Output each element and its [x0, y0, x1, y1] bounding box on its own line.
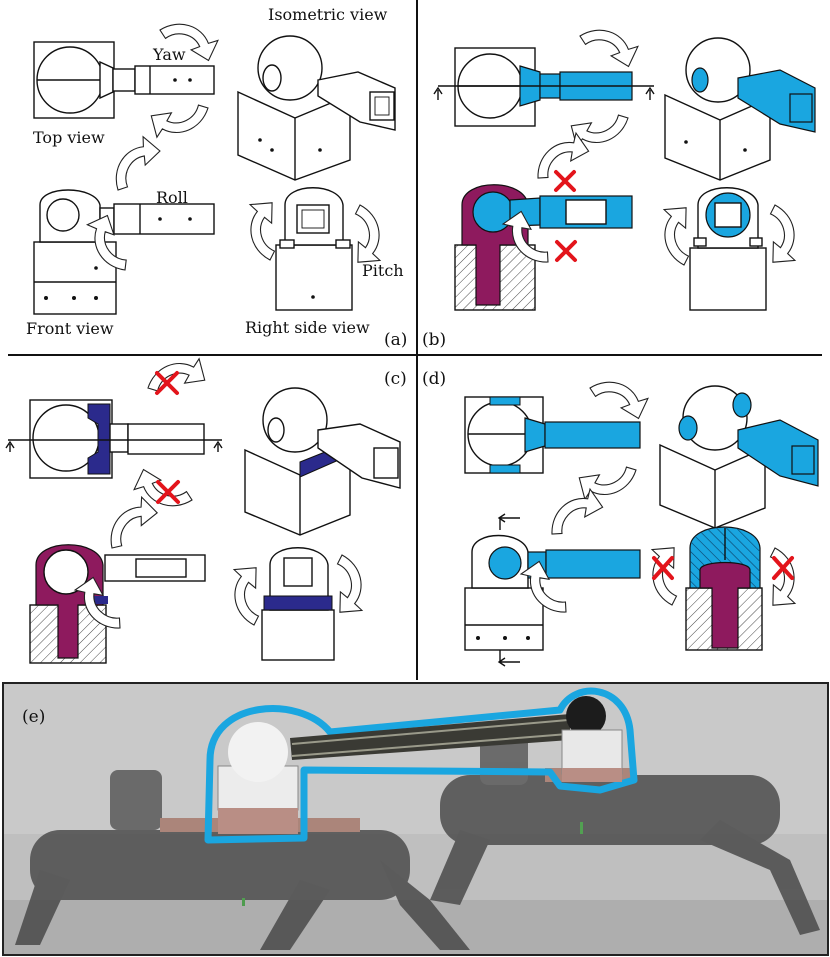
panel-b-label: (b)	[422, 330, 446, 350]
b-isometric-drawing	[664, 37, 816, 181]
d-top-view-drawing	[464, 396, 641, 474]
a-isometric-drawing	[237, 35, 396, 181]
a-top-view-label: Top view	[33, 128, 105, 147]
c-cross-icon-2	[156, 480, 180, 504]
a-front-view-drawing	[33, 189, 215, 315]
a-top-view-drawing	[33, 41, 215, 119]
d-right-section-drawing	[685, 526, 763, 651]
d-front-view-drawing	[464, 513, 641, 667]
c-isometric-drawing	[244, 387, 401, 536]
b-top-view-drawing	[433, 47, 655, 127]
b-cross-icon-2	[555, 240, 577, 262]
panel-d-label: (d)	[422, 369, 446, 389]
link-module	[217, 696, 623, 834]
right-robot	[430, 735, 820, 935]
c-right-view-drawing	[261, 547, 335, 661]
panel-e-label: (e)	[22, 707, 45, 727]
d-cross-icon-2	[772, 556, 794, 580]
panel-c: (c)	[5, 354, 407, 664]
panel-dividers	[8, 0, 822, 680]
c-cross-icon	[155, 371, 179, 395]
a-roll-label: Roll	[156, 188, 188, 207]
panel-d: (d)	[422, 369, 819, 667]
c-front-section-drawing	[29, 544, 206, 664]
a-yaw-label: Yaw	[152, 45, 186, 64]
a-right-view-label: Right side view	[245, 318, 370, 337]
panel-a: Yaw Top view Isometric view	[26, 5, 407, 350]
d-isometric-drawing	[659, 385, 819, 529]
b-front-section-drawing	[454, 184, 633, 311]
link-highlight-outline	[204, 687, 638, 844]
panel-e-photo: (e)	[2, 682, 829, 956]
panel-b: (b)	[422, 22, 816, 350]
a-front-view-label: Front view	[26, 319, 114, 338]
a-right-view-drawing	[275, 187, 353, 311]
c-top-view-drawing	[5, 399, 223, 479]
a-pitch-label: Pitch	[362, 261, 404, 280]
panel-a-label: (a)	[384, 330, 407, 350]
a-isometric-label: Isometric view	[268, 5, 388, 24]
left-robot	[15, 770, 470, 950]
d-cross-icon	[652, 556, 674, 580]
panel-c-label: (c)	[384, 369, 407, 389]
b-cross-icon	[554, 170, 576, 192]
b-right-view-drawing	[689, 187, 767, 311]
